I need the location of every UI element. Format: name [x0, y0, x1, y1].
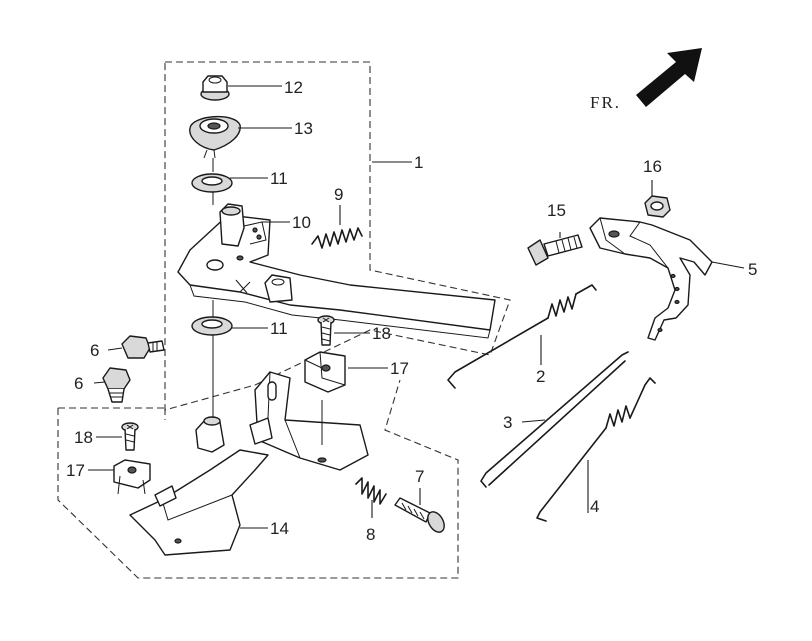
callout-18-right: 18	[372, 324, 391, 343]
callout-11-lower: 11	[270, 319, 288, 338]
callout-2: 2	[536, 367, 545, 386]
screw-7	[394, 497, 445, 533]
callout-9: 9	[334, 185, 343, 204]
leader-lines	[88, 85, 745, 529]
callout-1: 1	[414, 153, 423, 172]
callout-7: 7	[415, 467, 424, 486]
callout-4: 4	[590, 497, 599, 516]
callout-10: 10	[292, 213, 311, 232]
callout-16: 16	[643, 157, 662, 176]
pivot-block-10	[219, 203, 267, 247]
mounting-bracket	[249, 371, 369, 471]
callout-5: 5	[748, 260, 757, 279]
nut-16	[644, 195, 671, 218]
callout-15: 15	[547, 201, 566, 220]
spring-plate-13	[189, 115, 241, 159]
washer-11-lower	[191, 316, 233, 336]
spring-9	[311, 227, 363, 249]
callout-13: 13	[294, 119, 313, 138]
direction-label: FR.	[590, 93, 621, 112]
spring-rod-2	[447, 284, 597, 389]
clip-17-right	[304, 351, 346, 393]
callout-18-left: 18	[74, 428, 93, 447]
spring-8	[355, 477, 387, 505]
callout-17-left: 17	[66, 461, 85, 480]
direction-arrow-icon	[636, 48, 702, 107]
callout-17-right: 17	[390, 359, 409, 378]
rod-3	[480, 351, 629, 488]
hex-bolt-6-upper	[121, 335, 165, 359]
group-outline-upper	[164, 61, 511, 411]
callout-6-upper: 6	[90, 341, 99, 360]
callout-6-lower: 6	[74, 374, 83, 393]
throttle-bracket-5	[589, 217, 713, 341]
clip-17-left	[113, 459, 151, 495]
callout-3: 3	[503, 413, 512, 432]
callout-14: 14	[270, 519, 289, 538]
base-plate-14	[129, 405, 269, 556]
flange-nut-12	[200, 75, 230, 101]
spring-wire-4	[536, 377, 656, 522]
callout-12: 12	[284, 78, 303, 97]
callout-8: 8	[366, 525, 375, 544]
screw-18-right	[317, 315, 335, 346]
screw-18-left	[121, 422, 139, 451]
carriage-bolt-15	[527, 234, 583, 266]
hex-bolt-6-lower	[102, 367, 131, 403]
washer-11-upper	[191, 173, 233, 193]
callout-11-upper: 11	[270, 169, 288, 188]
control-lever-1	[177, 214, 496, 339]
group-outline-lower	[57, 379, 459, 579]
